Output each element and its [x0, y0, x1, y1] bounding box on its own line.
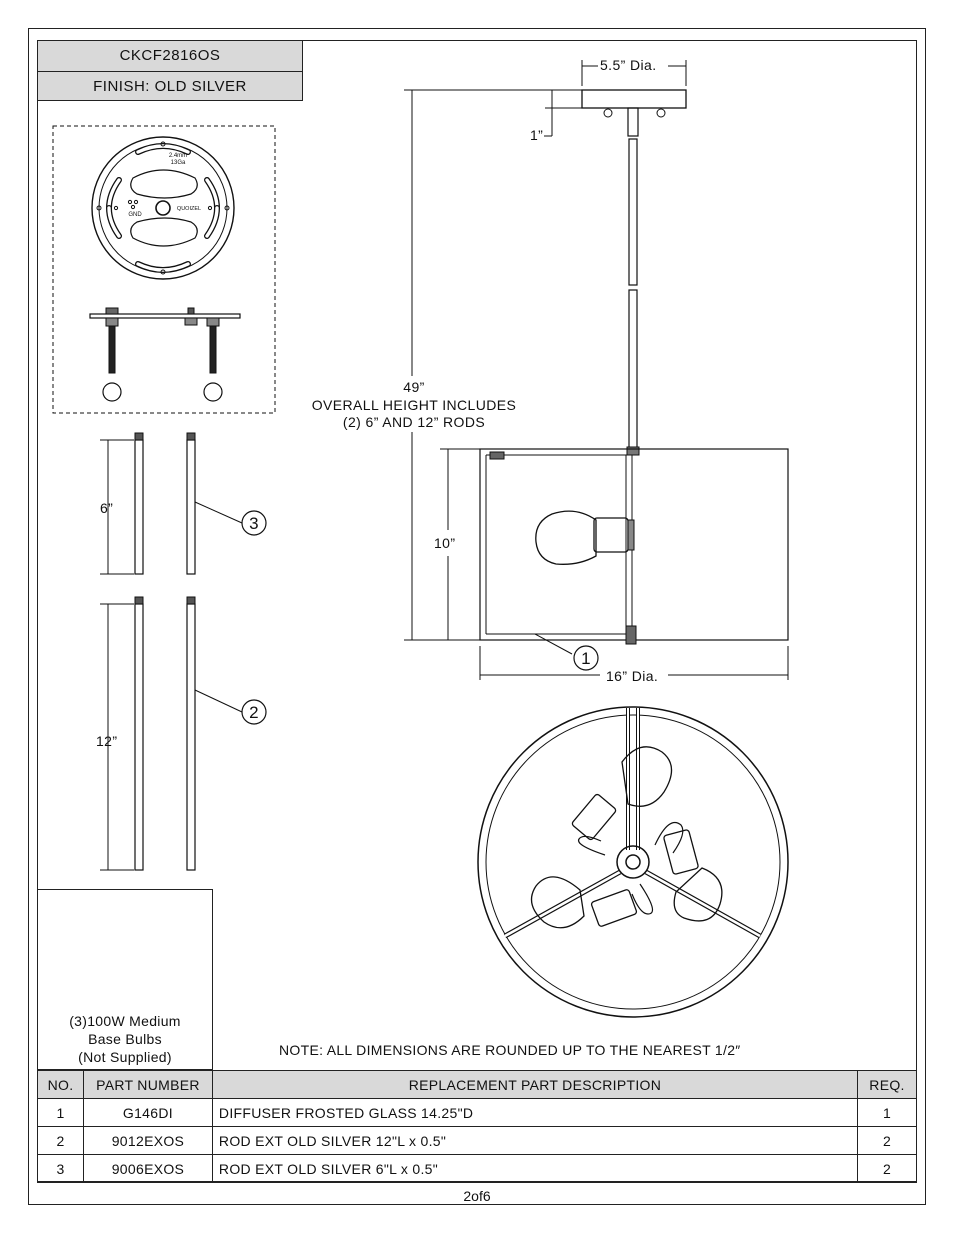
row-no: 2	[37, 1126, 84, 1155]
canopy-diameter-label: 5.5” Dia.	[600, 57, 657, 73]
row-description: ROD EXT OLD SILVER 6"L x 0.5"	[211, 1154, 859, 1183]
callout-3: 3	[249, 514, 259, 533]
canopy-height-label: 1”	[530, 127, 544, 143]
fixture-side-view	[479, 89, 789, 671]
row-req: 1	[857, 1098, 917, 1127]
plate-thickness-text: 2.4mm	[169, 153, 187, 159]
header-req: REQ.	[857, 1070, 917, 1099]
overall-height-line1: OVERALL HEIGHT INCLUDES	[311, 397, 517, 413]
finish-label: FINISH: OLD SILVER	[38, 71, 302, 102]
rod-short-drawing	[100, 432, 267, 575]
header-part-number: PART NUMBER	[82, 1070, 213, 1099]
bulb-spec-text: (3)100W Medium Base Bulbs (Not Supplied)	[38, 1012, 212, 1066]
callout-2: 2	[249, 703, 259, 722]
dimension-note: NOTE: ALL DIMENSIONS ARE ROUNDED UP TO T…	[279, 1042, 741, 1058]
plate-ground-text: GND	[128, 212, 142, 218]
plate-gauge-text: 13Ga	[171, 160, 186, 166]
rod-long-drawing	[100, 596, 267, 871]
row-no: 1	[37, 1098, 84, 1127]
model-number: CKCF2816OS	[119, 47, 221, 64]
table-row: 2 9012EXOS ROD EXT OLD SILVER 12"L x 0.5…	[37, 1126, 917, 1155]
row-req: 2	[857, 1126, 917, 1155]
rod-long-length-label: 12”	[96, 733, 118, 749]
shade-diameter-label: 16” Dia.	[606, 668, 659, 684]
row-description: DIFFUSER FROSTED GLASS 14.25"D	[211, 1098, 859, 1127]
parts-table-header: NO. PART NUMBER REPLACEMENT PART DESCRIP…	[37, 1070, 917, 1099]
parts-table: NO. PART NUMBER REPLACEMENT PART DESCRIP…	[37, 1070, 917, 1183]
row-req: 2	[857, 1154, 917, 1183]
bulb-line-3: (Not Supplied)	[78, 1049, 172, 1065]
row-part-number: 9006EXOS	[82, 1154, 213, 1183]
table-row: 3 9006EXOS ROD EXT OLD SILVER 6"L x 0.5"…	[37, 1154, 917, 1183]
row-description: ROD EXT OLD SILVER 12"L x 0.5"	[211, 1126, 859, 1155]
header-no: NO.	[37, 1070, 84, 1099]
side-view-dimension-lines	[404, 60, 789, 680]
callout-1: 1	[581, 649, 591, 668]
bulb-spec-box: (3)100W Medium Base Bulbs (Not Supplied)	[37, 889, 213, 1070]
bulb-line-2: Base Bulbs	[88, 1031, 162, 1047]
rod-short-length-label: 6”	[100, 500, 114, 516]
title-block: CKCF2816OS FINISH: OLD SILVER	[37, 40, 303, 101]
row-part-number: 9012EXOS	[82, 1126, 213, 1155]
shade-height-label: 10”	[434, 535, 456, 551]
plate-brand-text: QUOIZEL	[177, 206, 201, 212]
page-number: 2of6	[463, 1188, 491, 1204]
row-part-number: G146DI	[82, 1098, 213, 1127]
mounting-bar-drawing	[89, 307, 241, 402]
table-row: 1 G146DI DIFFUSER FROSTED GLASS 14.25"D …	[37, 1098, 917, 1127]
sheet-border	[28, 28, 926, 1205]
overall-height-line2: (2) 6” AND 12” RODS	[342, 414, 486, 430]
overall-height-value: 49”	[403, 379, 425, 395]
mounting-plate-drawing	[91, 136, 235, 280]
row-no: 3	[37, 1154, 84, 1183]
fixture-bottom-view	[477, 706, 789, 1018]
bulb-line-1: (3)100W Medium	[69, 1013, 181, 1029]
hardware-dashed-box	[52, 125, 276, 414]
header-description: REPLACEMENT PART DESCRIPTION	[211, 1070, 859, 1099]
